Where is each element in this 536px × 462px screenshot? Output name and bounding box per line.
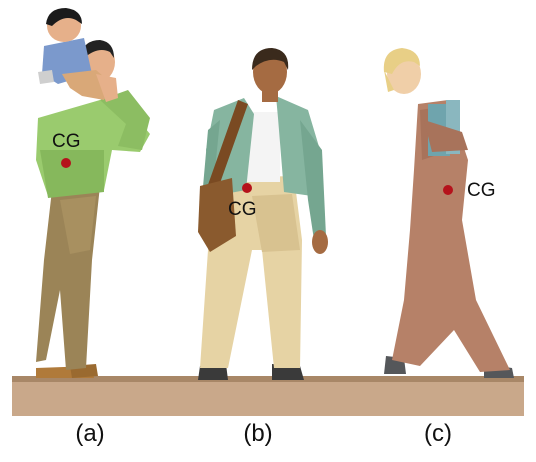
panel-label-a: (a) — [75, 420, 105, 447]
panel-label-c: (c) — [424, 420, 452, 447]
cg-label-c: CG — [467, 180, 496, 201]
floor — [12, 376, 524, 416]
panel-label-b: (b) — [243, 420, 273, 447]
cg-dot-b — [242, 183, 252, 193]
figure-b-man-with-bag: CG — [198, 48, 328, 380]
figure-a-man-with-child: CG — [36, 8, 150, 378]
cg-dot-c — [443, 185, 453, 195]
cg-dot-a — [61, 158, 71, 168]
cg-label-b: CG — [228, 199, 257, 220]
cg-label-a: CG — [52, 131, 81, 152]
figure-c-woman-with-books: CG — [383, 48, 514, 378]
floor-edge — [12, 376, 524, 382]
